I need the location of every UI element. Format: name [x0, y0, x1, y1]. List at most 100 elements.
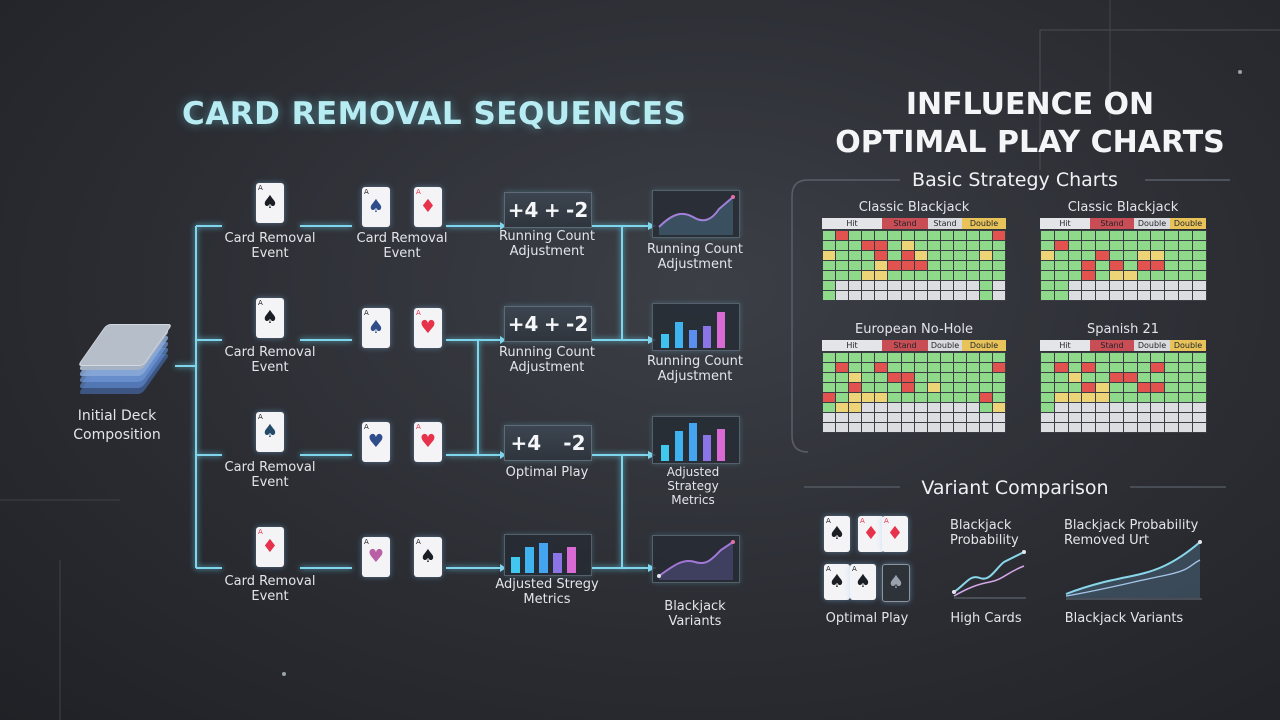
grid-cell — [979, 412, 994, 423]
grid-cell — [966, 230, 981, 241]
grid-cell — [979, 392, 994, 403]
header-stand: Stand — [882, 340, 928, 351]
grid-cell — [1164, 240, 1179, 251]
grid-row — [821, 250, 1007, 261]
grid-cell — [1040, 372, 1055, 383]
grid-cell — [1122, 392, 1138, 403]
grid-cell — [1081, 230, 1097, 241]
grid-cell — [939, 250, 954, 261]
header-stand: Stand — [928, 218, 962, 229]
grid-cell — [1081, 290, 1097, 301]
grid-cell — [1164, 372, 1179, 383]
grid-cell — [1081, 250, 1097, 261]
grid-cell — [887, 260, 902, 271]
grid-row — [1040, 362, 1207, 373]
grid-cell — [1177, 362, 1193, 373]
grid-cell — [1081, 260, 1097, 271]
card-spade: A♠ — [824, 516, 850, 552]
grid-cell — [887, 362, 902, 373]
grid-row — [1040, 412, 1207, 423]
grid-cell — [1095, 402, 1110, 413]
grid-cell — [926, 412, 941, 423]
grid-cell — [952, 392, 968, 403]
grid-cell — [1177, 422, 1193, 433]
grid-cell — [992, 412, 1007, 423]
card-diamond: A♦ — [882, 516, 908, 552]
grid-cell — [939, 392, 954, 403]
grid-cell — [979, 270, 994, 281]
grid-cell — [848, 290, 863, 301]
card-spade: A♠ — [256, 183, 284, 223]
header-stand: Stand — [1090, 218, 1134, 229]
grid-cell — [1108, 392, 1124, 403]
grid-cell — [835, 250, 850, 261]
grid-cell — [1191, 240, 1207, 251]
grid-cell — [1150, 250, 1166, 261]
grid-cell — [1095, 392, 1110, 403]
grid-cell — [1122, 422, 1138, 433]
grid-cell — [1150, 402, 1166, 413]
grid-cell — [1122, 270, 1138, 281]
grid-row — [1040, 372, 1207, 383]
grid-row — [1040, 250, 1207, 261]
grid-cell — [1040, 382, 1055, 393]
grid-cell — [1122, 290, 1138, 301]
grid-cell — [1067, 372, 1083, 383]
grid-cell — [966, 250, 981, 261]
grid-cell — [821, 372, 837, 383]
row1-col3-label: Running Count Adjustment — [498, 229, 595, 259]
grid-cell — [1040, 402, 1055, 413]
card-spade: A♠ — [256, 298, 284, 338]
grid-cell — [1164, 402, 1179, 413]
deck-label: Initial Deck Composition — [73, 408, 161, 443]
grid-cell — [1164, 270, 1179, 281]
grid-cell — [1191, 250, 1207, 261]
grid-cell — [1177, 250, 1193, 261]
grid-cell — [821, 230, 837, 241]
grid-cell — [992, 230, 1007, 241]
grid-cell — [874, 412, 889, 423]
grid-cell — [861, 240, 876, 251]
grid-cell — [861, 290, 876, 301]
grid-cell — [992, 372, 1007, 383]
grid-cell — [926, 250, 941, 261]
grid-cell — [900, 382, 915, 393]
grid-cell — [1150, 372, 1166, 383]
grid-cell — [1095, 372, 1110, 383]
grid-cell — [1053, 402, 1069, 413]
grid-cell — [887, 412, 902, 423]
grid-cell — [979, 250, 994, 261]
grid-cell — [887, 392, 902, 403]
grid-cell — [861, 422, 876, 433]
grid-cell — [952, 260, 968, 271]
row4-col3-label: Adjusted Stregy Metrics — [495, 577, 599, 607]
grid-cell — [992, 352, 1007, 363]
grid-cell — [1136, 260, 1152, 271]
grid-cell — [1177, 372, 1193, 383]
grid-cell — [913, 260, 928, 271]
row4-col1-label: Card Removal Event — [224, 574, 316, 604]
grid-cell — [1136, 280, 1152, 291]
grid-cell — [900, 352, 915, 363]
header-double: Double — [962, 340, 1006, 351]
grid-cell — [913, 280, 928, 291]
grid-cell — [1067, 280, 1083, 291]
grid-cell — [887, 402, 902, 413]
grid-cell — [926, 270, 941, 281]
grid-cell — [861, 382, 876, 393]
chart3-grid — [821, 352, 1007, 433]
left-section-title: CARD REMOVAL SEQUENCES — [182, 96, 687, 132]
grid-cell — [900, 422, 915, 433]
row2-col4-label: Running Count Adjustment — [646, 354, 743, 384]
card-spade: A♠ — [362, 308, 390, 348]
card-spade: A♠ — [824, 564, 850, 600]
grid-cell — [848, 352, 863, 363]
grid-cell — [821, 280, 837, 291]
grid-cell — [979, 230, 994, 241]
grid-cell — [939, 230, 954, 241]
count-minus: -2 — [566, 312, 589, 336]
grid-cell — [848, 362, 863, 373]
grid-cell — [900, 290, 915, 301]
grid-cell — [1040, 412, 1055, 423]
grid-cell — [1053, 392, 1069, 403]
